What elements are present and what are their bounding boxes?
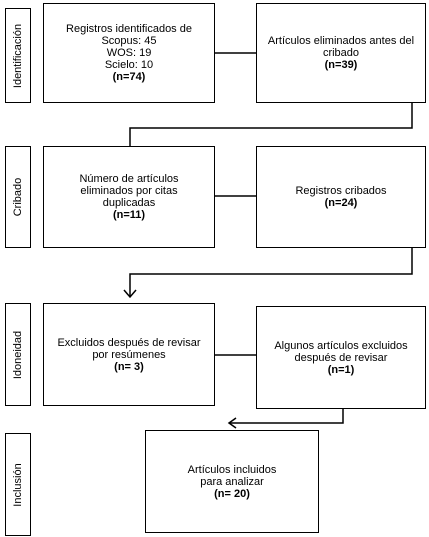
box-excluidos-resumenes: Excluidos después de revisar por resúmen… bbox=[43, 303, 215, 406]
box-eliminados-duplicados: Número de artículos eliminados por citas… bbox=[43, 146, 215, 248]
box-count: (n=39) bbox=[324, 59, 358, 71]
box-registros-cribados: Registros cribados (n=24) bbox=[256, 146, 426, 248]
box-text: Registros identificados de bbox=[66, 23, 192, 35]
stage-idoneidad: Idoneidad bbox=[5, 303, 31, 406]
box-text: Scopus: 45 bbox=[101, 35, 157, 47]
box-count: (n=74) bbox=[112, 71, 146, 83]
box-count: (n= 20) bbox=[214, 487, 250, 500]
box-text: Algunos artículos excluidos bbox=[274, 339, 408, 352]
stage-cribado: Cribado bbox=[5, 146, 31, 248]
arrowhead-idoneidad bbox=[123, 289, 137, 299]
box-count: (n=24) bbox=[324, 197, 358, 209]
box-text: duplicadas bbox=[102, 197, 156, 209]
box-text: Excluidos después de revisar bbox=[57, 336, 201, 349]
stage-idoneidad-label: Idoneidad bbox=[12, 330, 24, 379]
arrowhead-inclusion bbox=[227, 417, 237, 429]
box-registros-identificados: Registros identificados de Scopus: 45 WO… bbox=[43, 3, 215, 103]
box-count: (n=11) bbox=[112, 209, 146, 221]
box-text: Artículos incluidos bbox=[187, 463, 277, 476]
box-text: Número de artículos bbox=[79, 173, 179, 185]
box-text: WOS: 19 bbox=[106, 47, 152, 59]
stage-inclusion-label: Inclusión bbox=[12, 462, 24, 507]
connector-to-idoneidad bbox=[129, 248, 413, 297]
box-text: Artículos eliminados antes del bbox=[267, 35, 415, 47]
stage-identificacion-label: Identificación bbox=[12, 23, 24, 88]
stage-inclusion: Inclusión bbox=[5, 433, 31, 536]
connector-to-cribado bbox=[129, 103, 413, 146]
box-text: Scielo: 10 bbox=[104, 59, 154, 71]
box-incluidos: Artículos incluidos para analizar (n= 20… bbox=[145, 430, 319, 533]
connector-to-inclusion bbox=[230, 409, 344, 424]
stage-cribado-label: Cribado bbox=[12, 177, 24, 217]
box-text: eliminados por citas bbox=[80, 185, 178, 197]
box-text: Registros cribados bbox=[295, 185, 387, 197]
box-count: (n=1) bbox=[327, 363, 355, 376]
box-text: por resúmenes bbox=[92, 348, 166, 361]
box-count: (n= 3) bbox=[114, 360, 144, 373]
box-excluidos-revisar: Algunos artículos excluidos después de r… bbox=[256, 306, 426, 409]
box-eliminados-antes-cribado: Artículos eliminados antes del cribado (… bbox=[256, 3, 426, 103]
box-text: después de revisar bbox=[294, 351, 388, 364]
stage-identificacion: Identificación bbox=[5, 8, 31, 103]
box-text: para analizar bbox=[200, 475, 264, 488]
box-text: cribado bbox=[322, 47, 360, 59]
